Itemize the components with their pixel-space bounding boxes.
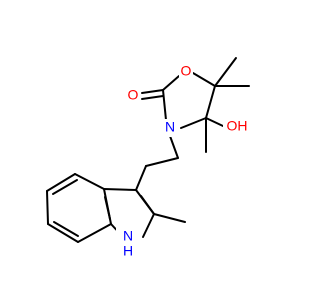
bond-n3-c2 (162, 89, 167, 121)
indole-nh-h-label: H (123, 243, 133, 259)
bond-n3-ch2 (169, 135, 179, 159)
bond-c4-oh (205, 117, 224, 127)
bond-c7-c7a (77, 223, 112, 243)
bond-aromatic-inner-2 (53, 221, 79, 237)
ring-oxygen-label: O (181, 63, 192, 79)
bond-c3a-c4 (74, 173, 105, 190)
ring-oxygen-bg (179, 63, 193, 81)
bond-o1-c5 (192, 72, 216, 87)
bond-aromatic-inner-1 (52, 179, 78, 195)
hydroxyl-bg (223, 118, 251, 136)
ring-nitrogen-bg (163, 119, 177, 137)
bond-ch2-indole-c3 (135, 165, 147, 191)
indole-nh-bg (116, 226, 140, 258)
bond-c5-c6 (46, 190, 49, 225)
ring-nitrogen-label: N (165, 119, 175, 135)
bond-c3a-c3 (103, 188, 137, 191)
hydroxyl-label: OH (227, 118, 248, 134)
carbonyl-oxygen-bg (126, 87, 140, 105)
bond-c5-methyl-a (214, 57, 237, 87)
indole-nh-n-label: N (123, 228, 133, 244)
molecule-diagram: O O N OH N H (46, 57, 251, 259)
bond-c6-c7 (47, 223, 79, 243)
bond-c4-c5 (46, 173, 76, 192)
bond-aromatic-inner-3 (104, 196, 111, 220)
bond-c4-n3 (180, 117, 207, 129)
bond-c3-c2-double (140, 195, 155, 215)
bond-c2-methyl (153, 213, 186, 223)
bond-c2-o-carbonyl-1 (141, 89, 164, 94)
bond-c2-n1 (142, 213, 155, 238)
bond-c5-c4 (205, 85, 216, 119)
bond-c2-o-carbonyl-2 (141, 95, 164, 100)
bond-c2-o1 (162, 75, 180, 91)
structure-svg: O O N OH N H (46, 57, 251, 259)
carbonyl-oxygen-label: O (128, 87, 139, 103)
bond-ch2-ch2 (145, 157, 179, 167)
